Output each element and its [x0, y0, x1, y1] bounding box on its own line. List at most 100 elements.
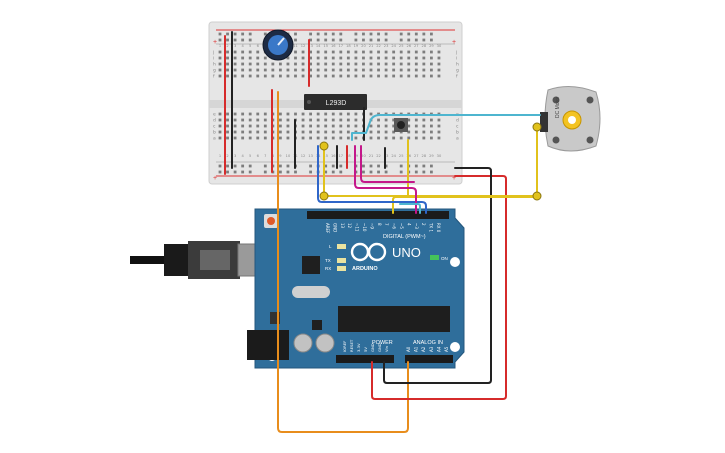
breadboard-hole: [309, 56, 312, 60]
breadboard-hole: [369, 130, 373, 134]
breadboard-hole: [226, 62, 229, 66]
breadboard-hole: [339, 118, 343, 122]
digital-pin-label: 2: [421, 223, 426, 226]
column-number: 6: [257, 154, 260, 158]
breadboard-hole: [331, 124, 335, 128]
breadboard-hole: [331, 74, 335, 78]
column-number: 1: [219, 154, 221, 158]
breadboard-hole: [399, 136, 403, 140]
breadboard-hole: [233, 118, 237, 122]
l293d-chip[interactable]: L293D: [304, 94, 367, 110]
breadboard-hole: [414, 136, 418, 140]
breadboard-hole: [309, 124, 312, 128]
breadboard-hole: [241, 124, 245, 128]
breadboard-hole: [294, 112, 297, 116]
breadboard-hole: [324, 68, 328, 72]
digital-pin-label: ~10: [362, 223, 367, 232]
breadboard-hole: [407, 130, 411, 134]
rail-plus-left-bottom: +: [213, 175, 217, 182]
breadboard-hole: [430, 118, 433, 122]
breadboard-hole: [331, 112, 335, 116]
breadboard-hole: [346, 62, 350, 66]
column-number: 16: [331, 154, 336, 158]
breadboard-hole: [407, 136, 411, 140]
breadboard-hole: [377, 74, 380, 78]
breadboard-hole: [248, 74, 252, 78]
breadboard-hole: [218, 56, 222, 60]
breadboard-hole: [339, 112, 343, 116]
column-number: 23: [384, 44, 389, 48]
pushbutton[interactable]: [394, 118, 408, 132]
breadboard-hole: [422, 62, 426, 66]
breadboard-hole: [233, 62, 237, 66]
row-letter: i: [456, 56, 457, 62]
power-pin-label: 3.3V: [356, 343, 361, 352]
column-number: 19: [354, 44, 359, 48]
breadboard-hole: [256, 136, 260, 140]
rail-hole: [279, 164, 282, 168]
rail-hole: [377, 170, 380, 174]
row-letter: g: [213, 69, 216, 74]
rail-hole: [384, 38, 388, 42]
breadboard-hole: [271, 74, 275, 78]
breadboard-hole: [430, 68, 433, 72]
breadboard-hole: [437, 136, 441, 140]
digital-pin-label: 7: [384, 223, 389, 226]
column-number: 30: [437, 44, 442, 48]
row-letter: e: [213, 113, 216, 118]
breadboard-hole: [339, 136, 343, 140]
analog-label: ANALOG IN: [413, 340, 443, 346]
power-pin-label: 5V: [363, 347, 368, 352]
breadboard-hole: [279, 124, 282, 128]
potentiometer[interactable]: [262, 29, 294, 61]
arduino-uno[interactable]: UNO ARDUINO DIGITAL (PWM~) POWER ANALOG …: [130, 208, 465, 369]
digital-header-label: DIGITAL (PWM~): [383, 234, 426, 240]
reset-button[interactable]: [264, 214, 278, 228]
breadboard-hole: [331, 136, 335, 140]
dc-motor[interactable]: DC Motor: [540, 86, 601, 152]
breadboard-hole: [369, 56, 373, 60]
breadboard-hole: [309, 112, 312, 116]
breadboard-hole: [399, 50, 403, 54]
breadboard-hole: [392, 74, 396, 78]
breadboard-hole: [316, 130, 320, 134]
column-number: 5: [249, 154, 251, 158]
breadboard-hole: [324, 56, 328, 60]
column-number: 28: [422, 44, 427, 48]
rail-plus-right-bottom: +: [452, 175, 456, 182]
breadboard-hole: [346, 56, 350, 60]
breadboard-hole: [437, 50, 441, 54]
breadboard-hole: [286, 136, 290, 140]
breadboard-hole: [331, 118, 335, 122]
breadboard-hole: [256, 74, 260, 78]
breadboard-hole: [241, 62, 245, 66]
row-letter: a: [213, 137, 216, 142]
rail-hole: [331, 170, 335, 174]
rail-hole: [362, 32, 365, 36]
breadboard-hole: [248, 112, 252, 116]
digital-pin-label: ~5: [399, 223, 404, 229]
breadboard-hole: [422, 68, 426, 72]
rail-hole: [414, 32, 418, 36]
breadboard-hole: [256, 124, 260, 128]
breadboard-hole: [377, 118, 380, 122]
breadboard-hole: [286, 68, 290, 72]
breadboard-hole: [414, 118, 418, 122]
breadboard-hole: [354, 56, 358, 60]
breadboard-hole: [369, 112, 373, 116]
rail-hole: [354, 38, 358, 42]
breadboard-hole: [377, 124, 380, 128]
analog-pin-label: A3: [429, 346, 434, 352]
breadboard-hole: [301, 130, 305, 134]
column-number: 4: [242, 44, 245, 48]
power-pin-label: Vin: [384, 345, 389, 352]
analog-pin-label: A1: [414, 346, 419, 352]
breadboard-hole: [362, 74, 365, 78]
arduino-brand: ARDUINO: [352, 266, 378, 272]
breadboard-hole: [301, 56, 305, 60]
breadboard-hole: [422, 124, 426, 128]
motor-shaft-icon: [562, 110, 582, 130]
breadboard-hole: [309, 136, 312, 140]
column-number: 21: [369, 154, 374, 158]
breadboard-hole: [241, 136, 245, 140]
